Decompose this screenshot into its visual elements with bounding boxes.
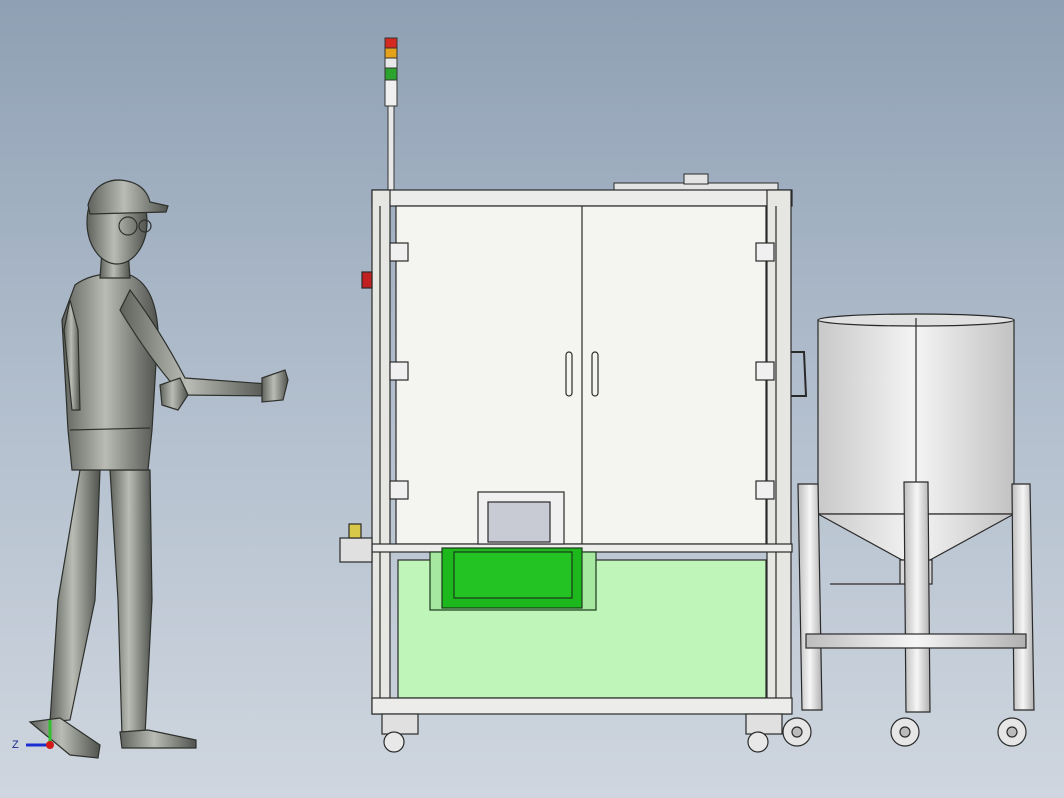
mixing-tank-on-stand[interactable] <box>782 313 1035 747</box>
machine-cabinet[interactable] <box>339 173 808 753</box>
green-tote-bin[interactable] <box>429 547 597 611</box>
triad-label-z: Z <box>12 739 19 751</box>
coordinate-triad: Z <box>12 720 54 751</box>
human-mannequin[interactable] <box>28 179 289 759</box>
triad-z-axis <box>46 741 54 749</box>
signal-tower-light[interactable] <box>384 37 398 193</box>
